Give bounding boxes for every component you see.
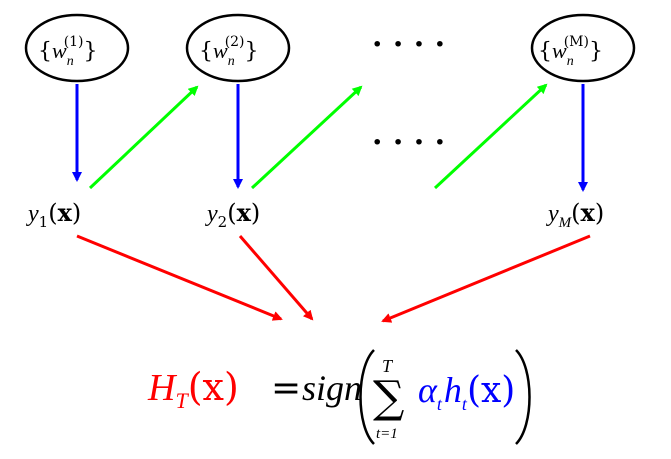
classifier-node-m-fn: y bbox=[546, 201, 559, 227]
classifier-node-2-sub: 2 bbox=[218, 213, 228, 231]
classifier-node-1-fn: y bbox=[26, 201, 39, 227]
classifier-node-m: yM(x) bbox=[546, 198, 604, 231]
svg-text:y1(x): y1(x) bbox=[26, 198, 81, 231]
classifier-node-1-arg: x bbox=[58, 198, 73, 227]
formula-right-paren bbox=[515, 349, 531, 445]
formula-left-paren bbox=[359, 349, 375, 445]
formula-lhs-sub: T bbox=[175, 388, 189, 413]
classifier-node-m-sub: M bbox=[558, 215, 573, 231]
weight-node-2: {wn(2)} bbox=[185, 13, 291, 83]
svg-text:{wn(1)}: {wn(1)} bbox=[38, 34, 98, 69]
formula-alpha: α bbox=[418, 370, 438, 410]
formula-sum-lower: t=1 bbox=[376, 426, 398, 442]
formula-lhs-arg: (x) bbox=[188, 365, 239, 409]
ellipsis-top: · · · · bbox=[372, 27, 445, 62]
arrow-prev-to-weightm bbox=[433, 83, 548, 190]
weight-node-1-sup: (1) bbox=[64, 34, 84, 50]
arrow-classifier2-to-formula bbox=[238, 235, 314, 321]
classifier-node-2: y2(x) bbox=[205, 198, 260, 231]
weight-node-m-sup: (M) bbox=[564, 34, 589, 50]
ellipsis-middle: · · · · bbox=[372, 125, 445, 160]
formula-lhs-fn: H bbox=[147, 367, 178, 409]
classifier-node-1-sub: 1 bbox=[39, 213, 49, 231]
formula-sign: sign bbox=[302, 368, 362, 408]
arrow-classifierm-to-formula bbox=[381, 234, 591, 323]
arrow-classifier1-to-formula bbox=[76, 234, 283, 321]
weight-node-m-set: w bbox=[552, 38, 567, 63]
weight-node-1-sub: n bbox=[67, 54, 74, 69]
arrow-classifier2-to-next bbox=[250, 85, 363, 190]
classifier-node-2-arg: x bbox=[237, 198, 252, 227]
svg-text:{wn(2)}: {wn(2)} bbox=[199, 34, 259, 69]
formula-sum-symbol: ∑ bbox=[373, 372, 404, 423]
svg-text:{wn(M)}: {wn(M)} bbox=[538, 34, 603, 69]
combined-formula: HT(x) = sign T ∑ t=1 αtht(x) bbox=[147, 349, 531, 445]
formula-alpha-sub: t bbox=[437, 394, 443, 414]
weight-node-m: {wn(M)} bbox=[530, 13, 636, 83]
arrow-classifier1-to-weight2 bbox=[88, 85, 199, 190]
svg-text:HT(x): HT(x) bbox=[147, 365, 239, 413]
weight-node-2-sup: (2) bbox=[225, 34, 245, 50]
formula-equals: = bbox=[271, 368, 301, 409]
svg-text:αtht(x): αtht(x) bbox=[418, 370, 515, 414]
formula-h-sub: t bbox=[462, 394, 468, 414]
classifier-node-2-fn: y bbox=[205, 201, 218, 227]
weight-node-m-sub: n bbox=[567, 54, 574, 69]
svg-text:y2(x): y2(x) bbox=[205, 198, 260, 231]
formula-sum-upper: T bbox=[382, 356, 394, 376]
formula-h: h bbox=[444, 370, 462, 410]
weight-node-1-set: w bbox=[52, 38, 67, 63]
weight-node-2-sub: n bbox=[228, 54, 235, 69]
weight-node-1: {wn(1)} bbox=[24, 13, 130, 83]
classifier-node-m-arg: x bbox=[581, 198, 596, 227]
weight-node-2-set: w bbox=[213, 38, 228, 63]
classifier-node-1: y1(x) bbox=[26, 198, 81, 231]
formula-h-arg: (x) bbox=[467, 370, 515, 411]
svg-text:yM(x): yM(x) bbox=[546, 198, 604, 231]
